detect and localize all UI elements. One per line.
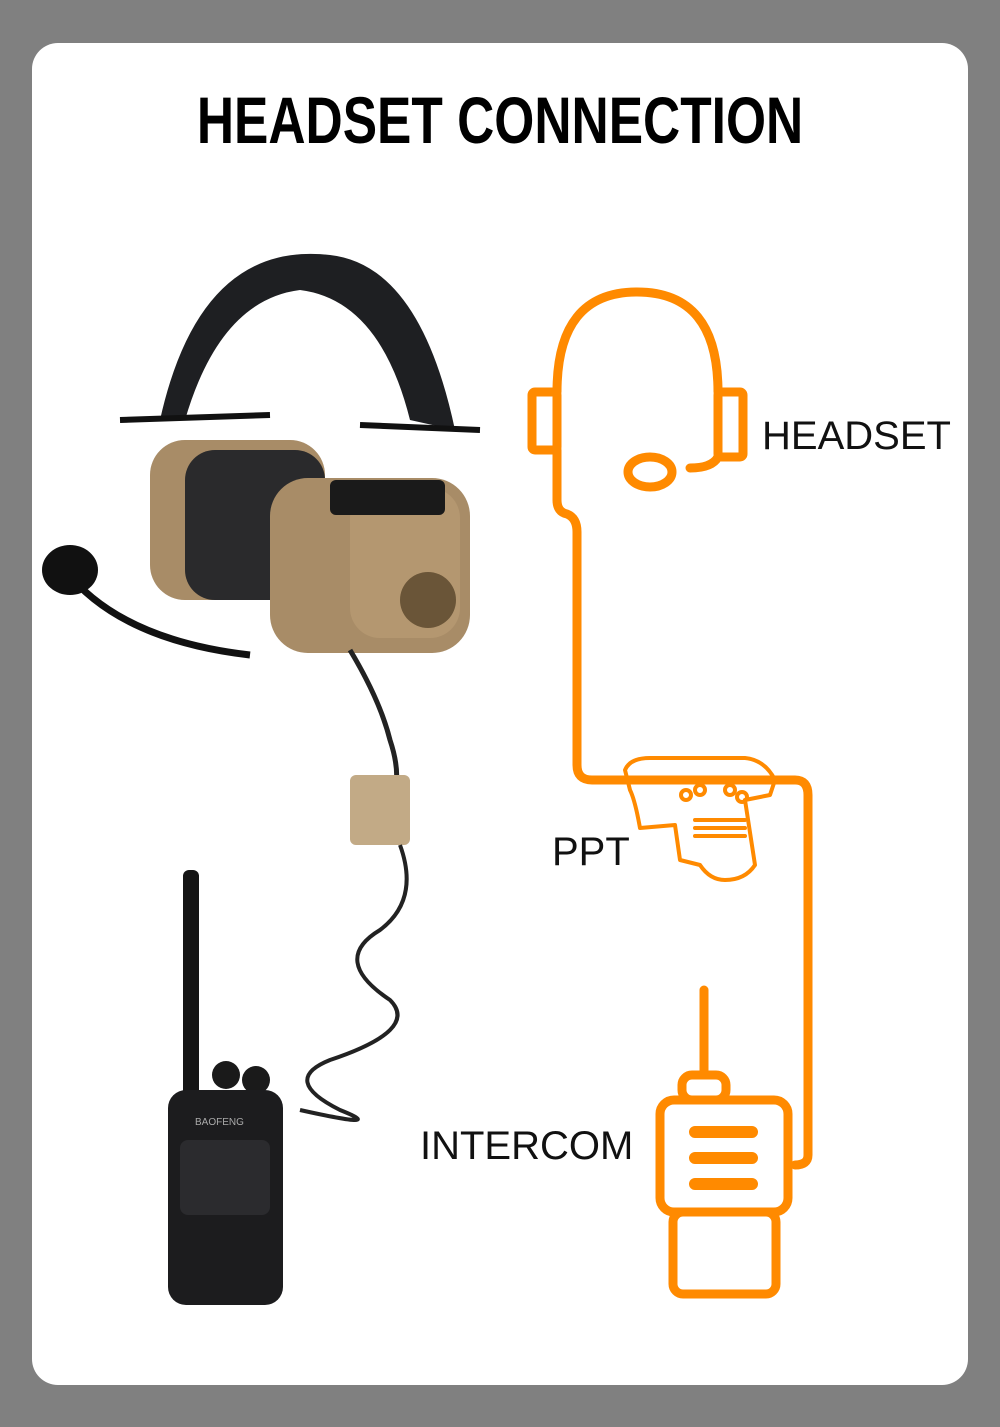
headset-left-cup <box>527 387 562 455</box>
microphone-icon <box>623 452 677 492</box>
headset-photo <box>42 253 481 1122</box>
intercom-label: INTERCOM <box>420 1124 634 1168</box>
ptt-label: PPT <box>552 830 630 874</box>
ptt-icon <box>623 756 777 882</box>
connection-diagram <box>527 287 813 1299</box>
cable-line <box>552 445 813 1170</box>
radio-photo: BAOFENG <box>168 870 283 1305</box>
headset-label: HEADSET <box>762 414 951 458</box>
page-title: HEADSET CONNECTION <box>196 83 804 157</box>
radio-brand-logo: BAOFENG <box>195 1117 244 1128</box>
headset-icon <box>552 287 723 397</box>
intercom-icon <box>655 985 793 1299</box>
headset-right-cup <box>713 387 748 462</box>
